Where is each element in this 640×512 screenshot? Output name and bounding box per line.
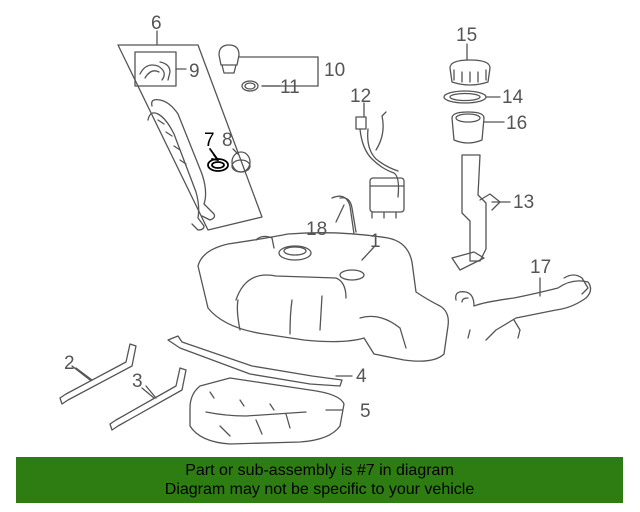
tank-strap-left: [59, 343, 137, 405]
callout-18: 18: [306, 219, 328, 240]
part-7-seal: [207, 148, 229, 172]
banner-line-disclaimer: Diagram may not be specific to your vehi…: [164, 481, 475, 498]
callout-3: 3: [132, 371, 143, 392]
callout-7: 7: [204, 130, 215, 151]
callout-6: 6: [151, 13, 162, 34]
fuel-pump-assembly: [443, 43, 511, 271]
callout-9: 9: [189, 61, 200, 82]
banner-line-part: Part or sub-assembly is #7 in diagram: [185, 462, 454, 479]
tank-heat-shield: [189, 377, 345, 445]
callout-13: 13: [513, 192, 535, 213]
callout-16: 16: [506, 113, 528, 134]
callout-10: 10: [324, 60, 346, 81]
filler-neck-assembly-panel: [117, 30, 263, 231]
callout-14: 14: [502, 87, 524, 108]
callout-17: 17: [530, 257, 552, 278]
tank-strap-long: [167, 335, 353, 387]
callout-12: 12: [350, 86, 372, 107]
callout-1: 1: [370, 231, 381, 252]
fuel-tank: [197, 232, 449, 362]
callout-8: 8: [222, 130, 233, 151]
callout-4: 4: [356, 366, 367, 387]
callout-15: 15: [456, 25, 478, 46]
parts-diagram: [59, 30, 592, 445]
callout-5: 5: [360, 401, 371, 422]
tank-strap-middle: [109, 367, 187, 431]
callout-11: 11: [280, 77, 300, 98]
pump-wiring-harness: [455, 274, 592, 341]
fuel-sender-unit: [355, 102, 405, 219]
vent-caps: [218, 44, 319, 92]
callout-2: 2: [64, 353, 75, 374]
notice-banner: Part or sub-assembly is #7 in diagram Di…: [16, 457, 623, 503]
